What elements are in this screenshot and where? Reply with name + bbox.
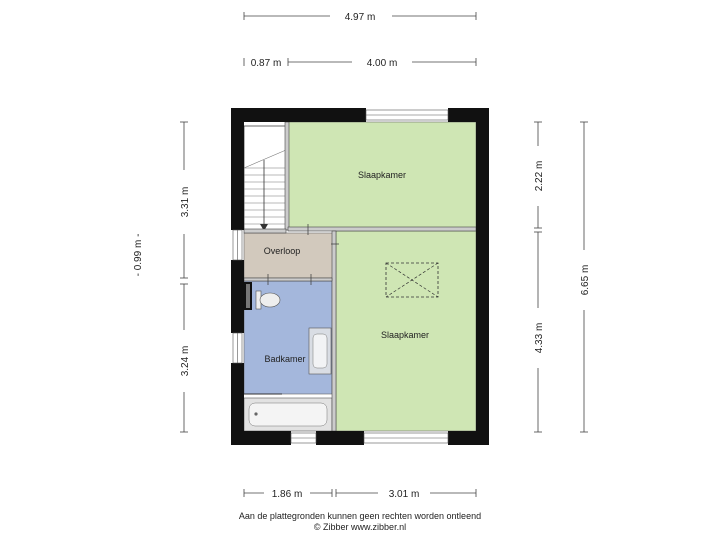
dim-left-upper-height: 3.31 m — [180, 187, 191, 218]
dim-stair-width: 0.87 m — [251, 58, 282, 69]
dim-left-offset: - 0.99 m - — [133, 234, 144, 277]
staircase — [243, 125, 287, 231]
dim-right-total-height: 6.65 m — [580, 265, 591, 296]
stair-arrow-icon — [260, 224, 268, 231]
skylight-icon — [385, 262, 439, 298]
dim-bottom-left-width: 1.86 m — [272, 489, 303, 500]
dim-total-width: 4.97 m — [345, 12, 376, 23]
room-label-bedroom-top: Slaapkamer — [358, 170, 406, 180]
disclaimer-text: Aan de plattegronden kunnen geen rechten… — [238, 511, 482, 521]
sink-icon — [308, 327, 332, 375]
landing-fill — [243, 232, 335, 279]
interior-walls — [243, 121, 477, 432]
dim-left-lower-height: 3.24 m — [180, 346, 191, 377]
copyright-text: © Zibber www.zibber.nl — [313, 522, 407, 532]
toilet-icon — [255, 290, 281, 310]
exterior-walls — [231, 108, 489, 445]
room-label-bedroom-bottom: Slaapkamer — [381, 330, 429, 340]
dim-right-upper-height: 2.22 m — [534, 161, 545, 192]
dim-bottom-right-width: 3.01 m — [389, 489, 420, 500]
bedroom-top-fill — [287, 121, 477, 229]
windows — [232, 109, 449, 444]
room-label-landing: Overloop — [264, 246, 301, 256]
dim-bedroom-width: 4.00 m — [367, 58, 398, 69]
dim-right-lower-height: 4.33 m — [534, 323, 545, 354]
dimension-lines — [180, 12, 588, 497]
bedroom-bottom-fill — [335, 230, 477, 432]
bathtub-icon — [243, 397, 333, 432]
room-label-bathroom: Badkamer — [264, 354, 305, 364]
